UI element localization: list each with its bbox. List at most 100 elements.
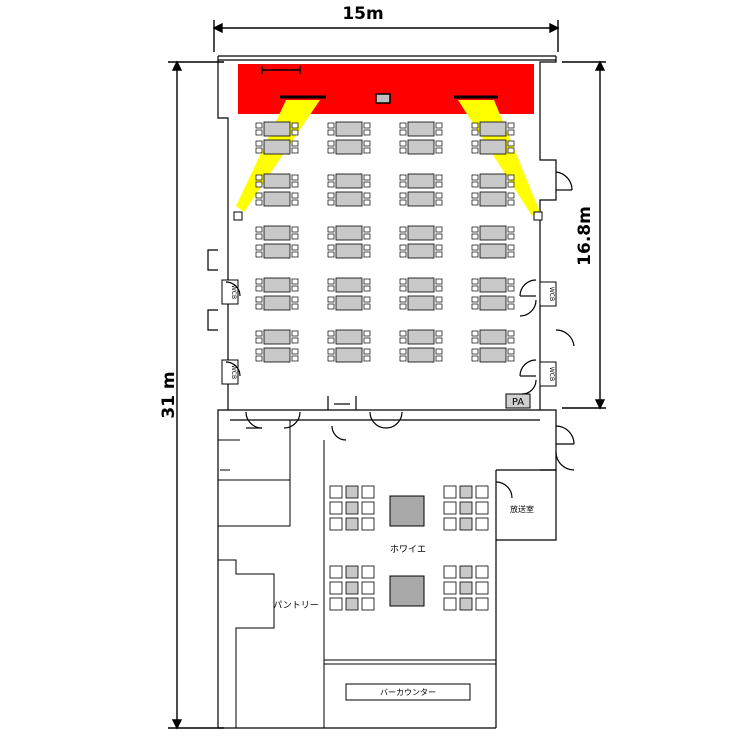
chair [399, 251, 407, 258]
chair [471, 122, 479, 129]
chair [363, 199, 371, 206]
foyer-chair [443, 565, 457, 579]
chair [435, 285, 443, 292]
hall-table [263, 225, 291, 241]
chair [291, 330, 299, 337]
hall-table-block [399, 277, 443, 311]
hall-table-block [399, 173, 443, 207]
hall-table [407, 121, 435, 137]
hall-table-block [327, 173, 371, 207]
chair [507, 192, 515, 199]
foyer-chair [329, 597, 343, 611]
hall-table [479, 191, 507, 207]
chair [399, 330, 407, 337]
wc-label-left-2: WCB [230, 365, 237, 379]
chair [435, 278, 443, 285]
chair [255, 355, 263, 362]
chair [363, 296, 371, 303]
chair [327, 226, 335, 233]
chair [435, 174, 443, 181]
bar-counter-label: バーカウンター [380, 688, 436, 697]
hall-length-label: 16.8m [575, 206, 595, 266]
chair [471, 147, 479, 154]
chair [291, 226, 299, 233]
hall-table-block [327, 329, 371, 363]
projector-right [533, 211, 543, 221]
chair [471, 303, 479, 310]
chair [363, 278, 371, 285]
wc-label-right-2: WCB [548, 367, 555, 381]
chair [255, 337, 263, 344]
foyer-chair [475, 581, 489, 595]
chair [507, 122, 515, 129]
chair [255, 278, 263, 285]
foyer-seating [329, 485, 489, 611]
width-dimension [212, 20, 560, 52]
pa-label: PA [512, 397, 524, 408]
chair [435, 337, 443, 344]
lower-interior-walls [218, 420, 496, 728]
chair [435, 147, 443, 154]
foyer-table-group [443, 565, 489, 611]
chair [471, 244, 479, 251]
chair [327, 174, 335, 181]
chair [291, 296, 299, 303]
chair [471, 140, 479, 147]
chair [327, 355, 335, 362]
chair [399, 226, 407, 233]
hall-table [263, 329, 291, 345]
foyer-chair [475, 597, 489, 611]
chair [399, 199, 407, 206]
chair [507, 296, 515, 303]
chair [327, 278, 335, 285]
chair [255, 122, 263, 129]
chair [471, 251, 479, 258]
chair [471, 129, 479, 136]
foyer-table-group [329, 485, 375, 531]
hall-table-block [327, 225, 371, 259]
width-label: 15m [342, 4, 383, 24]
hall-table [263, 243, 291, 259]
hall-table [479, 121, 507, 137]
chair [291, 278, 299, 285]
hall-table [335, 139, 363, 155]
chair [255, 192, 263, 199]
foyer-chair [361, 565, 375, 579]
chair [327, 330, 335, 337]
chair [255, 147, 263, 154]
foyer-display-table [389, 575, 425, 607]
chair [399, 244, 407, 251]
foyer-table [345, 517, 359, 531]
hall-table [335, 277, 363, 293]
chair [507, 244, 515, 251]
chair [399, 296, 407, 303]
chair [291, 122, 299, 129]
hall-table-block [471, 121, 515, 155]
hall-table-block [471, 277, 515, 311]
hall-table [407, 225, 435, 241]
hall-table-block [255, 173, 299, 207]
chair [255, 199, 263, 206]
chair [399, 233, 407, 240]
chair [363, 285, 371, 292]
chair [471, 337, 479, 344]
hall-table [407, 191, 435, 207]
chair [363, 181, 371, 188]
chair [399, 140, 407, 147]
chair [507, 355, 515, 362]
hall-seating [255, 121, 515, 363]
foyer-chair [443, 501, 457, 515]
hall-table [335, 173, 363, 189]
chair [399, 147, 407, 154]
chair [507, 174, 515, 181]
chair [471, 278, 479, 285]
chair [435, 226, 443, 233]
chair [471, 355, 479, 362]
chair [399, 181, 407, 188]
chair [471, 174, 479, 181]
chair [255, 129, 263, 136]
chair [399, 337, 407, 344]
hall-table-block [327, 277, 371, 311]
chair [363, 192, 371, 199]
hall-table-block [255, 329, 299, 363]
